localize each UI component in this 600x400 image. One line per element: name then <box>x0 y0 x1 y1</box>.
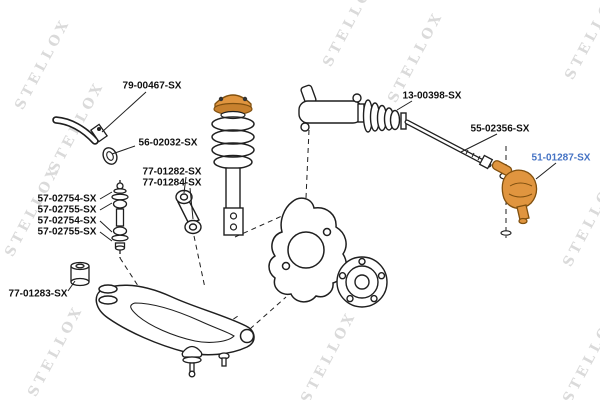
steering-knuckle-drawing <box>268 197 347 303</box>
stabilizer-bushing-drawing <box>102 147 118 165</box>
tie-rod-end-drawing <box>491 160 538 225</box>
part-label-56-02032-sx[interactable]: 56-02032-SX <box>138 137 198 149</box>
stabilizer-bar-drawing <box>52 116 109 145</box>
part-label-77-01283-sx[interactable]: 77-01283-SX <box>8 288 68 300</box>
part-label-57-02755-sx-2[interactable]: 57-02755-SX <box>37 226 97 238</box>
part-label-51-01287-sx-selected[interactable]: 51-01287-SX <box>531 152 591 164</box>
stabilizer-link-stack-drawing <box>111 180 129 258</box>
leader-lines <box>67 91 557 292</box>
part-label-13-00398-sx[interactable]: 13-00398-SX <box>402 90 462 102</box>
steering-rack-drawing <box>298 84 407 133</box>
ball-joint-drawing <box>181 345 230 378</box>
part-label-57-02754-sx-1[interactable]: 57-02754-SX <box>37 193 97 205</box>
inner-tie-rod-drawing <box>404 119 512 236</box>
control-arm-drawing <box>95 284 255 356</box>
strut-assembly-drawing <box>211 94 255 236</box>
drop-link-drawing <box>175 189 202 235</box>
part-label-55-02356-sx[interactable]: 55-02356-SX <box>470 123 530 135</box>
part-label-77-01282-sx[interactable]: 77-01282-SX <box>142 166 202 178</box>
part-label-57-02754-sx-2[interactable]: 57-02754-SX <box>37 215 97 227</box>
part-label-77-01284-sx[interactable]: 77-01284-SX <box>142 177 202 189</box>
wheel-hub-drawing <box>336 256 388 308</box>
part-label-79-00467-sx[interactable]: 79-00467-SX <box>122 80 182 92</box>
part-label-57-02755-sx-1[interactable]: 57-02755-SX <box>37 204 97 216</box>
control-arm-bushing-drawing <box>70 261 90 287</box>
